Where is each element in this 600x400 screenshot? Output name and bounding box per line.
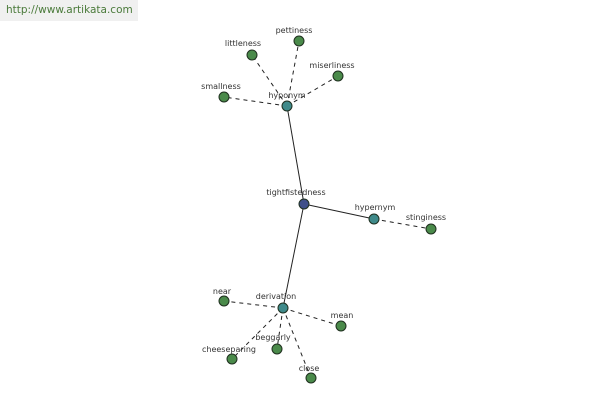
node-beggarly[interactable] bbox=[271, 343, 283, 355]
label-hyponym: hyponym bbox=[268, 91, 306, 100]
edge-derivation-near bbox=[223, 300, 284, 309]
label-close: close bbox=[299, 364, 320, 373]
graph-labels: tightfistedness hyponym hypernym derivation… bbox=[201, 26, 446, 373]
node-cheeseparing[interactable] bbox=[226, 353, 238, 365]
edge-derivation-mean bbox=[282, 307, 342, 327]
label-hypernym: hypernym bbox=[355, 203, 396, 212]
node-root[interactable] bbox=[298, 198, 310, 210]
node-hyponym[interactable] bbox=[281, 100, 293, 112]
edge-root-hypernym bbox=[303, 203, 375, 220]
label-root: tightfistedness bbox=[266, 188, 325, 197]
label-near: near bbox=[213, 287, 232, 296]
node-close[interactable] bbox=[305, 372, 317, 384]
label-smallness: smallness bbox=[201, 82, 241, 91]
label-derivation: derivation bbox=[256, 292, 296, 301]
label-mean: mean bbox=[331, 311, 354, 320]
edge-root-derivation bbox=[282, 203, 305, 309]
edge-derivation-beggarly bbox=[276, 307, 284, 350]
node-stinginess[interactable] bbox=[425, 223, 437, 235]
graph-edges bbox=[223, 40, 432, 379]
edge-hypernym-stinginess bbox=[373, 218, 432, 230]
node-mean[interactable] bbox=[335, 320, 347, 332]
node-hypernym[interactable] bbox=[368, 213, 380, 225]
label-pettiness: pettiness bbox=[276, 26, 313, 35]
node-near[interactable] bbox=[218, 295, 230, 307]
graph-nodes bbox=[218, 35, 437, 384]
edge-root-hyponym bbox=[286, 105, 305, 205]
label-cheeseparing: cheeseparing bbox=[202, 345, 256, 354]
label-beggarly: beggarly bbox=[255, 333, 291, 342]
edge-hyponym-pettiness bbox=[286, 40, 300, 107]
label-stinginess: stinginess bbox=[406, 213, 446, 222]
edge-hyponym-littleness bbox=[251, 54, 288, 107]
site-link[interactable]: http://www.artikata.com bbox=[0, 0, 138, 21]
node-smallness[interactable] bbox=[218, 91, 230, 103]
node-pettiness[interactable] bbox=[293, 35, 305, 47]
edge-hyponym-miserliness bbox=[286, 75, 339, 107]
node-miserliness[interactable] bbox=[332, 70, 344, 82]
label-miserliness: miserliness bbox=[309, 61, 354, 70]
edge-hyponym-smallness bbox=[223, 96, 288, 107]
label-littleness: littleness bbox=[225, 39, 261, 48]
node-derivation[interactable] bbox=[277, 302, 289, 314]
node-littleness[interactable] bbox=[246, 49, 258, 61]
